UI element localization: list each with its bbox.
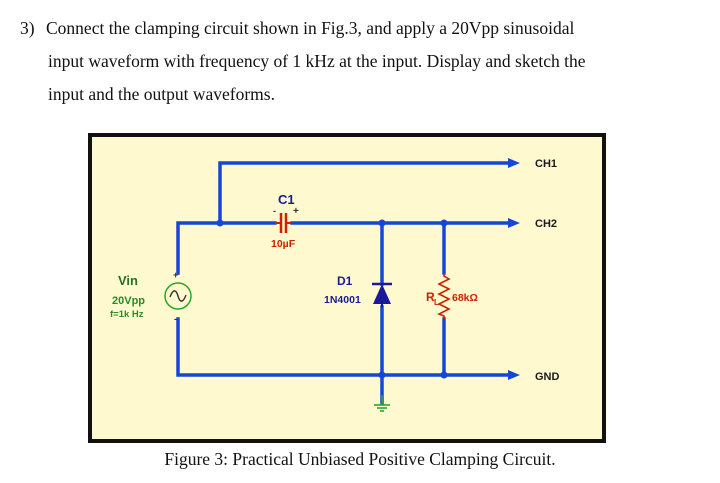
junction-ch1: [216, 219, 224, 227]
source-frequency-label: f=1k Hz: [110, 309, 144, 320]
question-number: 3): [20, 18, 35, 38]
junction-diode-top: [378, 219, 386, 227]
question-line-1-text: Connect the clamping circuit shown in Fi…: [46, 18, 575, 38]
c1-minus-label: -: [273, 206, 276, 216]
wire-gnd: [176, 317, 510, 377]
resistor-sub-label: L: [434, 298, 439, 307]
ch2-label: CH2: [535, 218, 557, 230]
question-text: 3) Connect the clamping circuit shown in …: [20, 12, 710, 111]
resistor-name-label: R: [426, 290, 435, 304]
capacitor-symbol: [275, 213, 292, 233]
wire-ch1: [218, 161, 510, 225]
diode-name-label: D1: [337, 274, 353, 288]
ch1-label: CH1: [535, 158, 557, 170]
gnd-arrow-icon: [508, 370, 520, 380]
junction-diode-bottom: [378, 371, 386, 379]
probe-arrows: [508, 158, 520, 380]
circuit-figure: CH1 CH2 GND C1 - + 10µF Vin 20Vpp f=1k H…: [88, 133, 606, 443]
ground-icon: [374, 395, 390, 412]
junction-resistor-bottom: [440, 371, 448, 379]
source-plus-label: +: [173, 270, 178, 280]
circuit-diagram: CH1 CH2 GND C1 - + 10µF Vin 20Vpp f=1k H…: [88, 133, 606, 443]
question-line-1: 3) Connect the clamping circuit shown in …: [20, 12, 710, 45]
source-name-label: Vin: [118, 273, 138, 288]
c1-value-label: 10µF: [271, 238, 296, 250]
c1-plus-label: +: [293, 206, 299, 217]
gnd-label: GND: [535, 371, 560, 383]
labels: CH1 CH2 GND C1 - + 10µF Vin 20Vpp f=1k H…: [110, 158, 560, 383]
source-amplitude-label: 20Vpp: [112, 295, 145, 307]
ch1-arrow-icon: [508, 158, 520, 168]
resistor-symbol: [437, 273, 451, 319]
source-minus-label: -: [174, 314, 177, 324]
diode-symbol: [372, 282, 392, 307]
resistor-value-label: 68kΩ: [452, 292, 478, 304]
diode-part-label: 1N4001: [324, 294, 361, 306]
figure-caption: Figure 3: Practical Unbiased Positive Cl…: [164, 449, 556, 469]
wires: [176, 161, 510, 405]
c1-label: C1: [278, 192, 295, 207]
question-line-3: input and the output waveforms.: [48, 84, 275, 104]
question-line-2: input waveform with frequency of 1 kHz a…: [48, 51, 586, 71]
junctions: [216, 219, 448, 379]
wire-source-top: [176, 221, 277, 275]
ac-source-symbol: [164, 282, 192, 310]
junction-resistor-top: [440, 219, 448, 227]
ch2-arrow-icon: [508, 218, 520, 228]
